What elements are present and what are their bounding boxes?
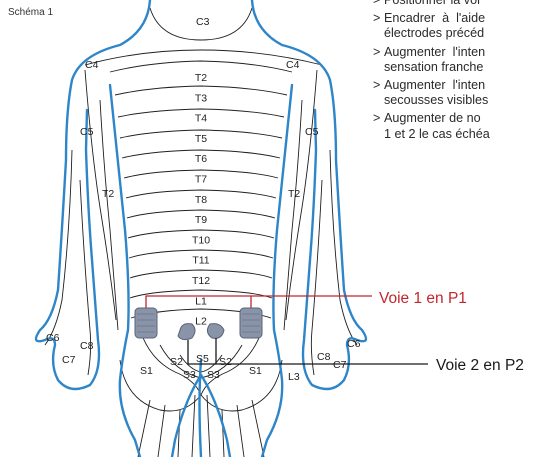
label-c3: C3 [196,16,210,28]
label-spine-l1: L1 [195,295,207,307]
label-s1-right: S1 [249,365,262,377]
electrode-voie2-right [207,324,224,339]
label-spine-t7: T7 [195,174,207,186]
label-spine-t2: T2 [195,72,207,84]
label-t2-left: T2 [102,188,114,200]
label-spine-t6: T6 [195,153,207,165]
label-s3-left: S3 [183,369,196,381]
voie1-label: Voie 1 en P1 [379,290,467,307]
voie2-label: Voie 2 en P2 [436,357,524,374]
label-spine-t10: T10 [192,234,210,246]
label-c8-left: C8 [80,340,94,352]
label-s5: S5 [196,353,209,365]
label-l3: L3 [288,371,300,383]
label-t2-right: T2 [288,188,300,200]
label-c4-right: C4 [286,59,300,71]
label-spine-l2: L2 [195,316,207,328]
label-c8-right: C8 [317,351,331,363]
label-spine-t9: T9 [195,214,207,226]
label-spine-t4: T4 [195,113,207,125]
label-s1-left: S1 [140,365,153,377]
label-c7-left: C7 [62,354,76,366]
label-c7-right: C7 [333,359,347,371]
label-c6-right: C6 [347,338,361,350]
label-c5-left: C5 [80,126,94,138]
voie1-wire [146,296,372,308]
electrode-voie2-left [178,324,195,340]
label-spine-t11: T11 [192,255,209,267]
label-c4-left: C4 [85,59,99,71]
label-c5-right: C5 [305,126,319,138]
label-spine-t8: T8 [195,194,207,206]
label-spine-t3: T3 [195,92,207,104]
label-s3-right: S3 [207,369,220,381]
electrode-voie1-left [135,308,157,338]
label-spine-t5: T5 [195,133,207,145]
label-c6-left: C6 [46,332,60,344]
label-s2-left: S2 [170,356,183,368]
label-spine-t12: T12 [192,275,210,287]
label-s2-right: S2 [219,356,232,368]
electrode-voie1-right [240,308,262,338]
